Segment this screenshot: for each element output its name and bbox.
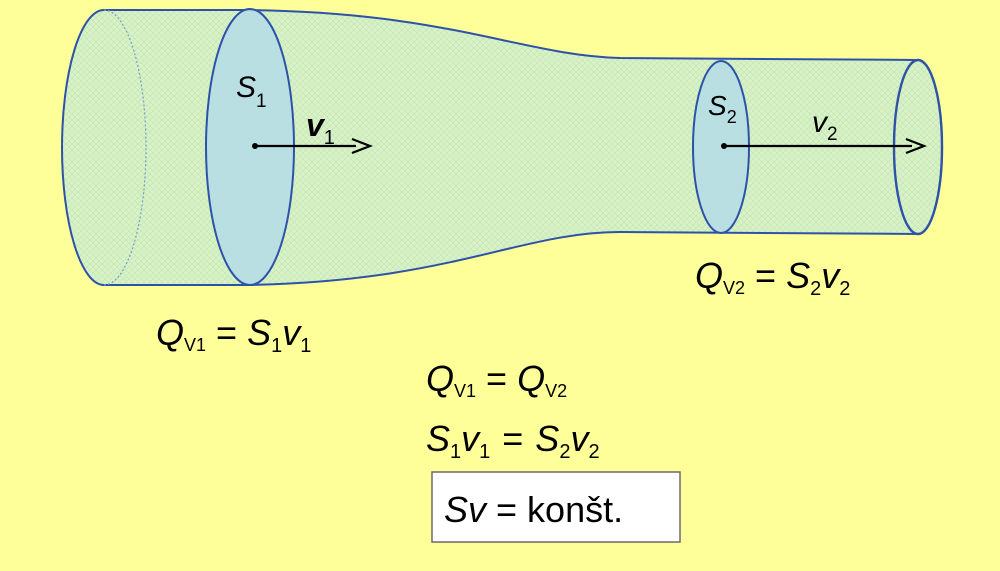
equation-sv-equal: S1v1=S2v2: [426, 418, 600, 463]
equation-constant: Sv=konšt.: [444, 489, 623, 530]
label-v1: v1: [306, 107, 335, 149]
equation-qv2: QV2=S2v2: [695, 255, 850, 300]
velocity-arrow-v1: [252, 137, 374, 155]
label-s2: S2: [708, 90, 737, 127]
constant-box: [431, 471, 681, 543]
equation-qv1: QV1=S1v1: [156, 312, 311, 357]
velocity-arrow-v2: [721, 137, 928, 155]
pipe-back-rim: [103, 9, 147, 286]
label-v2: v2: [812, 106, 838, 145]
label-s1: S1: [236, 71, 267, 112]
equation-qv-equal: QV1=QV2: [426, 358, 567, 401]
pipe-tube: [61, 9, 943, 286]
